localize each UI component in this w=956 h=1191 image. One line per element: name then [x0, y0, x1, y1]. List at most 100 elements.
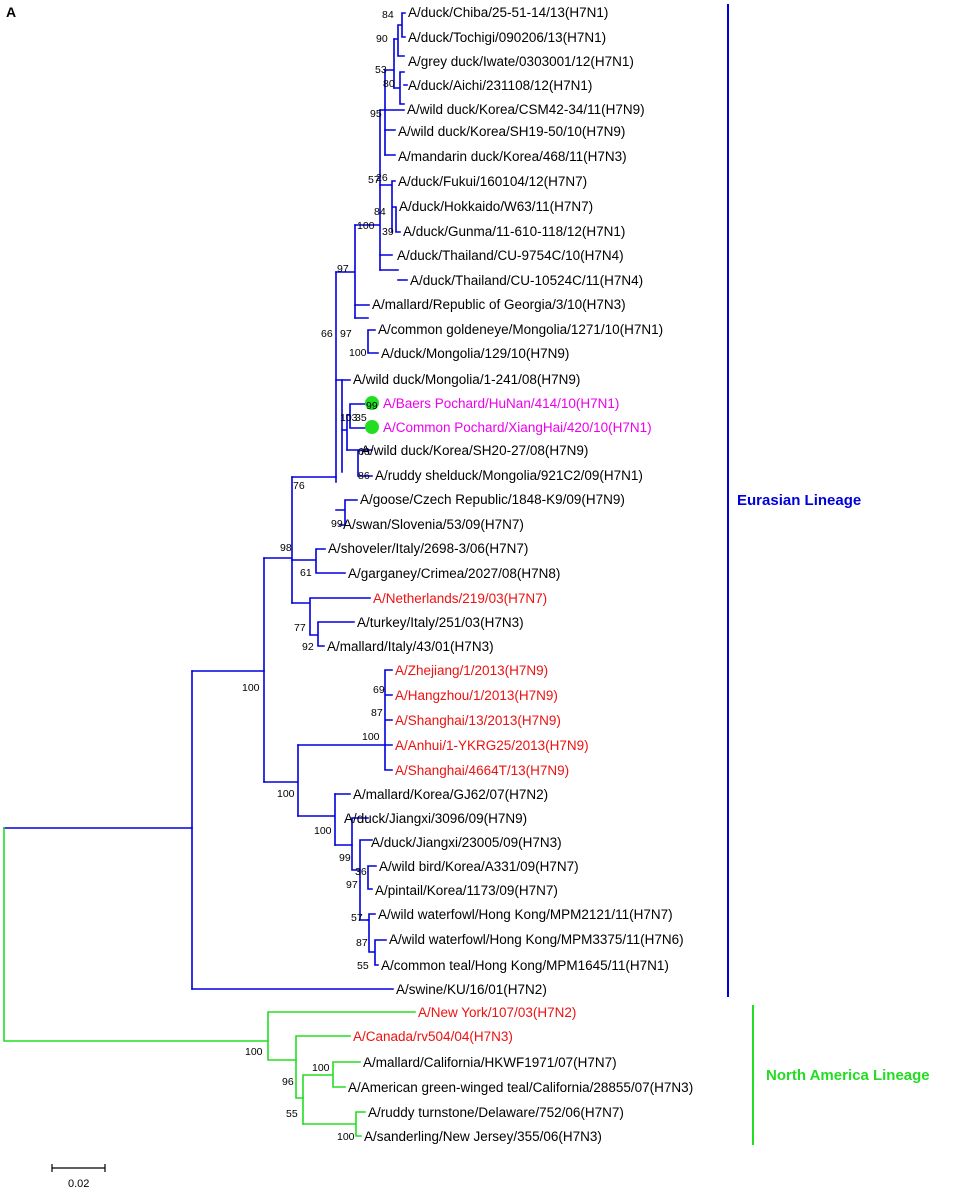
leaf-label: A/wild waterfowl/Hong Kong/MPM2121/11(H7… — [378, 907, 673, 922]
bootstrap-value: 95 — [370, 108, 382, 120]
bootstrap-value: 100 — [312, 1062, 330, 1074]
branch-korea-cluster — [384, 109, 405, 156]
bootstrap-value: 100 — [357, 220, 375, 232]
leaf-label: A/duck/Chiba/25-51-14/13(H7N1) — [408, 5, 608, 20]
leaf-label: A/mallard/Republic of Georgia/3/10(H7N3) — [372, 297, 626, 312]
leaf-label: A/American green-winged teal/California/… — [348, 1080, 693, 1095]
north-america-lineage-label: North America Lineage — [766, 1067, 930, 1084]
bootstrap-value: 100 — [337, 1131, 355, 1143]
bootstrap-value: 103 — [340, 412, 358, 424]
branch-jiangxi — [351, 817, 369, 871]
branch-node-342 — [335, 379, 343, 473]
branch-california — [302, 1061, 361, 1125]
bootstrap-value: 84 — [382, 9, 394, 21]
leaf-label: A/duck/Aichi/231108/12(H7N1) — [408, 78, 592, 93]
bootstrap-value: 57 — [351, 912, 363, 924]
bootstrap-value: 99 — [366, 400, 378, 412]
leaf-label: A/Netherlands/219/03(H7N7) — [373, 591, 547, 606]
bootstrap-value: 99 — [331, 518, 343, 530]
bootstrap-value: 92 — [302, 641, 314, 653]
leaf-label: A/duck/Hokkaido/W63/11(H7N7) — [399, 199, 593, 214]
leaf-label: A/grey duck/Iwate/0303001/12(H7N1) — [408, 54, 634, 69]
scale-bar — [51, 1164, 106, 1172]
leaf-label: A/duck/Jiangxi/23005/09(H7N3) — [371, 835, 562, 850]
branch-delaware-nj — [302, 1111, 366, 1137]
branch-mongolia-cluster — [354, 304, 379, 354]
bootstrap-value: 99 — [339, 852, 351, 864]
leaf-label: A/Common Pochard/XiangHai/420/10(H7N1) — [383, 420, 652, 435]
bootstrap-value: 100 — [349, 347, 367, 359]
branch-japan-cluster-2 — [393, 71, 405, 105]
bootstrap-value: 100 — [362, 731, 380, 743]
leaf-label: A/Zhejiang/1/2013(H7N9) — [395, 663, 548, 678]
branch-node-335 — [297, 793, 336, 846]
leaf-label: A/Shanghai/4664T/13(H7N9) — [395, 763, 569, 778]
branch-korea-mongolia-pair — [346, 449, 373, 477]
bootstrap-value: 97 — [337, 263, 349, 275]
scale-bar-label: 0.02 — [68, 1178, 89, 1190]
bootstrap-value: 100 — [314, 825, 332, 837]
leaf-label: A/Shanghai/13/2013(H7N9) — [395, 713, 561, 728]
leaf-label: A/duck/Fukui/160104/12(H7N7) — [398, 174, 587, 189]
bootstrap-value: 100 — [245, 1046, 263, 1058]
bootstrap-value: 77 — [294, 622, 306, 634]
branch-czech-slovenia — [335, 499, 358, 526]
leaf-label: A/mallard/Italy/43/01(H7N3) — [327, 639, 494, 654]
leaf-label: A/mallard/Korea/GJ62/07(H7N2) — [353, 787, 548, 802]
bootstrap-value: 35 — [355, 412, 367, 424]
branch-hongkong-cluster — [367, 913, 387, 966]
leaf-label: A/wild duck/Korea/SH19-50/10(H7N9) — [398, 124, 625, 139]
leaf-label: A/duck/Tochigi/090206/13(H7N1) — [408, 30, 606, 45]
bootstrap-value: 100 — [277, 788, 295, 800]
leaf-label: A/swan/Slovenia/53/09(H7N7) — [343, 517, 524, 532]
branch-h7n9-human-cluster — [297, 669, 393, 771]
north-america-branches — [3, 827, 416, 1137]
leaf-label: A/wild duck/Korea/SH20-27/08(H7N9) — [361, 443, 588, 458]
branch-mallard-korea — [334, 793, 353, 846]
leaf-label: A/Anhui/1-YKRG25/2013(H7N9) — [395, 738, 589, 753]
branch-node-298 — [263, 744, 299, 817]
bootstrap-value: 69 — [373, 684, 385, 696]
branch-node-394 — [384, 38, 395, 89]
leaf-label: A/goose/Czech Republic/1848-K9/09(H7N9) — [360, 492, 625, 507]
bootstrap-value: 84 — [374, 206, 386, 218]
bootstrap-value: 53 — [375, 64, 387, 76]
highlight-marker-dot — [365, 420, 379, 434]
highlight-marker-dot — [365, 396, 379, 410]
bootstrap-value: 87 — [356, 937, 368, 949]
branch-na-root — [3, 827, 269, 1042]
eurasian-branches — [3, 12, 408, 990]
bootstrap-value: 96 — [282, 1076, 294, 1088]
leaf-label: A/common teal/Hong Kong/MPM1645/11(H7N1) — [381, 958, 669, 973]
branch-italy-crimea — [291, 548, 346, 574]
bootstrap-value: 100 — [242, 682, 260, 694]
leaf-labels: A/duck/Chiba/25-51-14/13(H7N1) A/duck/To… — [327, 5, 693, 1144]
leaf-label: A/Canada/rv504/04(H7N3) — [353, 1029, 513, 1044]
leaf-label: A/ruddy shelduck/Mongolia/921C2/09(H7N1) — [375, 468, 643, 483]
branch-korea-pair — [367, 865, 377, 890]
branch-thailand-cluster — [379, 254, 408, 281]
branch-node-292 — [263, 476, 293, 604]
leaf-label: A/duck/Mongolia/129/10(H7N9) — [381, 346, 569, 361]
leaf-label: A/mallard/California/HKWF1971/07(H7N7) — [363, 1055, 617, 1070]
bootstrap-value: 57 — [368, 174, 380, 186]
leaf-label: A/pintail/Korea/1173/09(H7N7) — [375, 883, 558, 898]
branch-node-347 — [341, 379, 351, 451]
leaf-label: A/wild duck/Mongolia/1-241/08(H7N9) — [353, 372, 580, 387]
branch-node-355 — [335, 224, 356, 319]
bootstrap-value: 61 — [300, 567, 312, 579]
eurasian-lineage-label: Eurasian Lineage — [737, 492, 861, 509]
branch-netherlands-italy — [291, 597, 371, 647]
leaf-label: A/shoveler/Italy/2698-3/06(H7N7) — [328, 541, 528, 556]
bootstrap-value: 90 — [376, 33, 388, 45]
branch-node-385 — [379, 69, 386, 156]
branch-canada — [295, 1035, 351, 1099]
bootstrap-value: 97 — [340, 328, 352, 340]
leaf-label: A/duck/Jiangxi/3096/09(H7N9) — [344, 811, 527, 826]
leaf-label: A/wild waterfowl/Hong Kong/MPM3375/11(H7… — [389, 932, 684, 947]
branch-node-380 — [354, 109, 381, 271]
bootstrap-values: 84 90 53 80 95 57 26 84 39 100 97 66 97 … — [242, 9, 395, 1143]
bootstrap-value: 87 — [371, 707, 383, 719]
branch-new-york — [267, 1011, 416, 1061]
